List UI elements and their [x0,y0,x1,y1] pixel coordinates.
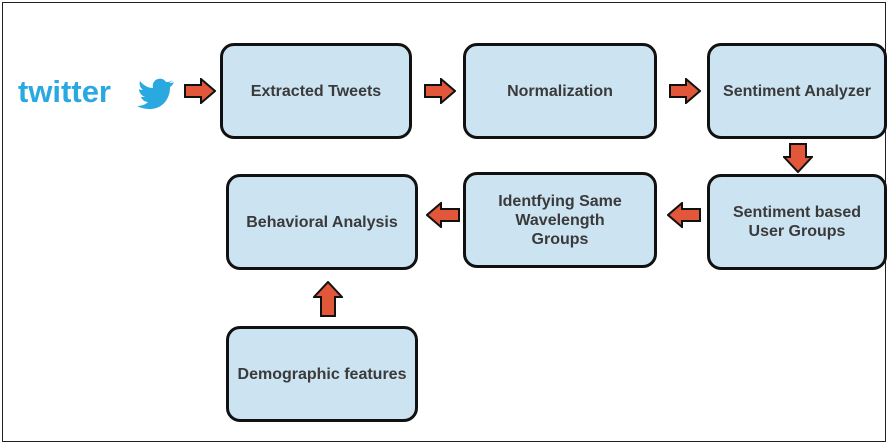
normalization-label: Normalization [507,82,613,100]
twitter-bird-icon [137,78,174,109]
arrow-left-icon [667,202,701,228]
demographic-features-node: Demographic features [226,326,418,422]
normalization-node: Normalization [463,43,657,139]
sentiment-analyzer-node: Sentiment Analyzer [707,43,887,139]
arrow-right-icon [184,78,216,104]
demographic-features-label: Demographic features [237,365,407,383]
arrow-left-icon [426,202,460,228]
arrow-right-icon [669,78,701,104]
arrow-up-icon [313,281,343,317]
twitter-logo: twitter [18,74,174,109]
same-wavelength-groups-label: Identfying Same Wavelength Groups [498,192,622,248]
arrow-right-icon [424,78,456,104]
extracted-tweets-node: Extracted Tweets [220,43,412,139]
behavioral-analysis-node: Behavioral Analysis [226,174,418,270]
sentiment-user-groups-node: Sentiment based User Groups [707,174,887,270]
same-wavelength-groups-node: Identfying Same Wavelength Groups [463,172,657,268]
extracted-tweets-label: Extracted Tweets [250,82,382,100]
sentiment-user-groups-label: Sentiment based User Groups [732,204,862,240]
twitter-logo-text: twitter [18,74,111,109]
behavioral-analysis-label: Behavioral Analysis [246,213,398,231]
sentiment-analyzer-label: Sentiment Analyzer [723,82,871,100]
arrow-down-icon [783,143,813,173]
